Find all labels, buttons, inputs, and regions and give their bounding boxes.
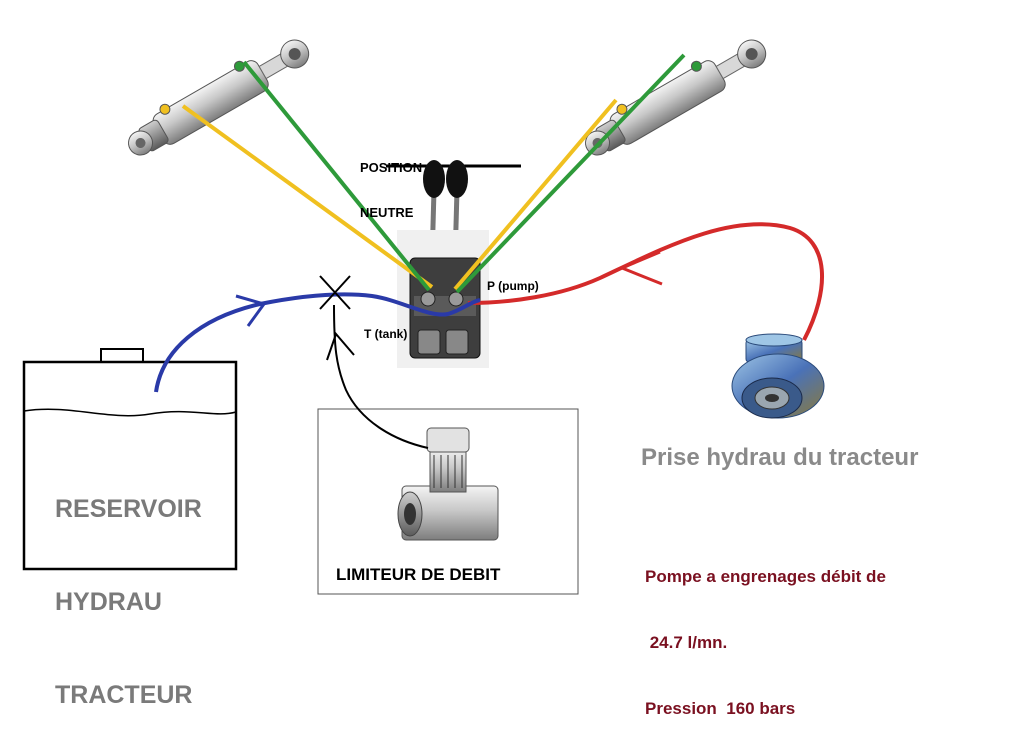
tractor-tap-label: Prise hydrau du tracteur bbox=[641, 444, 919, 471]
reservoir-label-line-3: TRACTEUR bbox=[55, 681, 193, 709]
tank-port-label: T (tank) bbox=[364, 327, 408, 341]
tractor-coupler-image bbox=[731, 333, 825, 419]
reservoir-label-line-1: RESERVOIR bbox=[55, 495, 202, 523]
pump-spec-line-3: Pression 160 bars bbox=[645, 699, 796, 718]
limiter-arrow bbox=[326, 332, 355, 361]
cylinder-lines-b bbox=[242, 53, 686, 294]
neutral-position-label: POSITION NEUTRE bbox=[360, 130, 422, 235]
neutral-label-line-1: POSITION bbox=[360, 160, 423, 175]
pump-port-label: P (pump) bbox=[487, 279, 539, 293]
pressure-arrow bbox=[618, 250, 663, 286]
right-cylinder-image bbox=[585, 39, 767, 156]
hydraulic-diagram bbox=[22, 39, 825, 595]
reservoir-tank bbox=[22, 348, 238, 571]
pressure-line bbox=[467, 222, 825, 341]
flow-limiter-label: LIMITEUR DE DEBIT bbox=[336, 565, 501, 584]
left-cylinder-image bbox=[128, 39, 310, 156]
blocked-junction-marker bbox=[319, 275, 351, 310]
neutral-label-line-2: NEUTRE bbox=[360, 205, 414, 220]
pump-spec-line-2: 24.7 l/mn. bbox=[645, 633, 728, 652]
return-arrow bbox=[235, 294, 267, 327]
cylinder-lines-a bbox=[181, 98, 618, 291]
pump-spec-text: Pompe a engrenages débit de 24.7 l/mn. P… bbox=[645, 522, 886, 742]
control-valve-image bbox=[397, 160, 489, 368]
flow-limiter-valve-image bbox=[397, 427, 499, 541]
reservoir-label-line-2: HYDRAU bbox=[55, 588, 162, 616]
return-line bbox=[154, 292, 481, 393]
reservoir-label: RESERVOIR HYDRAU TRACTEUR bbox=[55, 432, 202, 742]
pump-spec-line-1: Pompe a engrenages débit de bbox=[645, 567, 886, 586]
